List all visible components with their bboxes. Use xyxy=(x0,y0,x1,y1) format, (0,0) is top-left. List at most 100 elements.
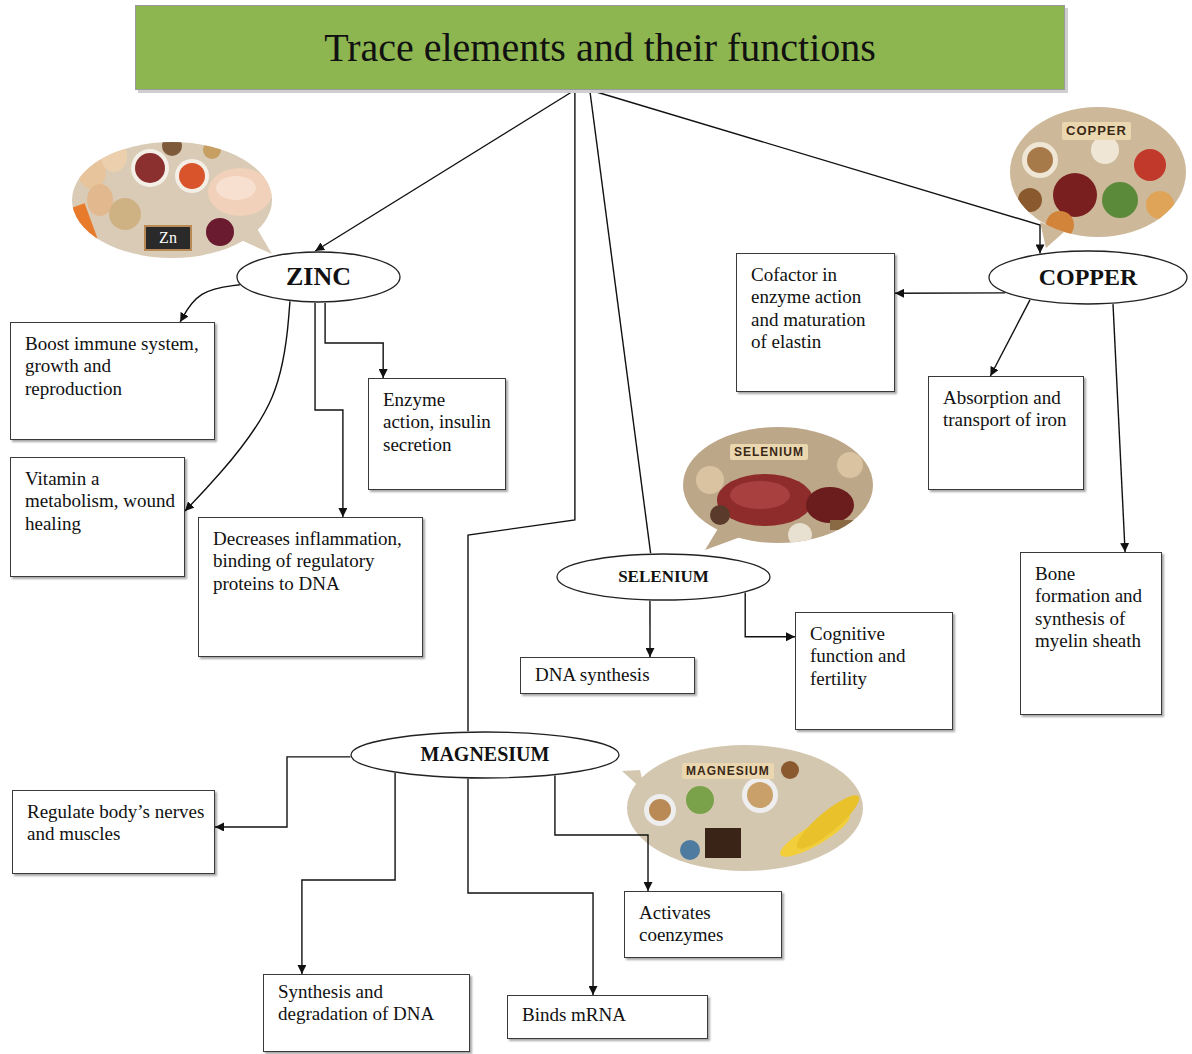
node-text: Absorption and transport of iron xyxy=(943,387,1075,432)
element-ellipse: SELENIUM xyxy=(556,553,771,601)
element-ellipse: MAGNESIUM xyxy=(350,731,620,779)
connector-line xyxy=(315,90,575,251)
connector-line xyxy=(990,300,1030,376)
function-box: Cofactor in enzyme action and maturation… xyxy=(736,253,895,392)
illustration-part xyxy=(1091,136,1119,164)
connector-line xyxy=(325,303,383,378)
illustration-part xyxy=(683,427,873,543)
illustration-part xyxy=(830,520,870,530)
illustration-part xyxy=(806,487,854,523)
connector-line xyxy=(649,601,650,657)
illustration-part xyxy=(686,786,714,814)
function-box: DNA synthesis xyxy=(520,657,695,694)
illustration-part xyxy=(788,523,812,547)
title-text: Trace elements and their functions xyxy=(324,24,876,71)
element-ellipse: COPPER xyxy=(988,250,1188,305)
node-text: Activates coenzymes xyxy=(639,902,773,947)
illustration-part xyxy=(696,466,724,494)
illustration-part xyxy=(109,198,141,230)
node-text: Cognitive function and fertility xyxy=(810,623,944,690)
node-text: Vitamin a metabolism, wound healing xyxy=(25,468,176,535)
function-box: Regulate body’s nerves and muscles xyxy=(12,790,215,874)
illustration-part xyxy=(66,136,272,250)
illustration-part xyxy=(837,452,863,478)
illustration-part xyxy=(717,474,813,526)
illustration-part xyxy=(791,789,865,856)
node-text: Bone formation and synthesis of myelin s… xyxy=(1035,563,1153,653)
function-box: Enzyme action, insulin secretion xyxy=(368,378,506,490)
illustration-part xyxy=(175,159,209,193)
node-text: COPPER xyxy=(1039,263,1138,291)
function-box: Synthesis and degradation of DNA xyxy=(263,974,470,1052)
illustration-part xyxy=(644,794,676,826)
illustration-part xyxy=(131,149,169,187)
illustration-part xyxy=(1018,188,1042,212)
illustration-part xyxy=(1022,142,1058,178)
title-banner: Trace elements and their functions xyxy=(135,5,1065,90)
illustration-part xyxy=(730,481,790,509)
connector-line xyxy=(302,773,395,974)
connector-line xyxy=(180,285,240,322)
illustration-part xyxy=(208,168,272,216)
selenium-food-bubble xyxy=(683,427,873,550)
connector-line xyxy=(215,757,350,827)
letter-tiles: MAGNESIUM xyxy=(682,763,774,779)
function-box: Decreases inflammation, binding of regul… xyxy=(198,517,423,657)
illustration-part xyxy=(1146,191,1174,219)
chalkboard-text: Zn xyxy=(147,228,189,247)
illustration-part xyxy=(705,828,741,858)
illustration-part xyxy=(87,184,113,216)
node-text: ZINC xyxy=(286,262,351,293)
illustration-part xyxy=(696,452,870,547)
illustration-part xyxy=(162,136,182,156)
illustration-part xyxy=(145,226,191,250)
illustration-part xyxy=(135,153,165,183)
illustration-part xyxy=(216,176,256,200)
node-text: Binds mRNA xyxy=(522,1004,699,1026)
connector-line xyxy=(1113,304,1125,552)
illustration-part xyxy=(179,163,205,189)
connector-line xyxy=(590,90,651,553)
ellipse-shape xyxy=(351,732,619,778)
connector-line xyxy=(590,90,1040,253)
connector-line xyxy=(315,303,343,517)
illustration-part xyxy=(1102,182,1138,218)
function-box: Boost immune system, growth and reproduc… xyxy=(10,322,215,440)
magnesium-food-bubble xyxy=(622,745,865,871)
node-text: Regulate body’s nerves and muscles xyxy=(27,801,206,846)
node-text: Boost immune system, growth and reproduc… xyxy=(25,333,206,400)
illustration-part xyxy=(781,761,799,779)
letter-tiles: COPPER xyxy=(1062,122,1131,140)
illustration-part xyxy=(649,799,671,821)
illustration-part xyxy=(742,777,778,813)
node-text: MAGNESIUM xyxy=(421,743,550,767)
node-text: Enzyme action, insulin secretion xyxy=(383,389,497,456)
ellipse-shape xyxy=(989,251,1187,304)
function-box: Bone formation and synthesis of myelin s… xyxy=(1020,552,1162,715)
node-text: Synthesis and degradation of DNA xyxy=(278,981,461,1026)
connector-line xyxy=(468,779,593,995)
illustration-part xyxy=(206,218,234,246)
connector-line xyxy=(555,776,648,891)
ellipse-shape xyxy=(557,554,770,600)
illustration-part xyxy=(680,840,700,860)
node-text: Decreases inflammation, binding of regul… xyxy=(213,528,414,595)
illustration-part xyxy=(1027,147,1053,173)
illustration-part xyxy=(66,203,99,249)
illustration-part xyxy=(1134,149,1166,181)
letter-tiles: SELENIUM xyxy=(730,444,808,460)
connector-line xyxy=(745,593,795,637)
function-box: Absorption and transport of iron xyxy=(928,376,1084,490)
connector-line xyxy=(895,292,1005,294)
illustration-part xyxy=(203,141,221,159)
function-box: Cognitive function and fertility xyxy=(795,612,953,730)
function-box: Vitamin a metabolism, wound healing xyxy=(10,457,185,577)
illustration-part xyxy=(1018,136,1174,239)
illustration-part xyxy=(1053,173,1097,217)
illustration-part xyxy=(747,782,773,808)
node-text: SELENIUM xyxy=(618,567,709,587)
illustration-part xyxy=(644,761,865,864)
node-text: Cofactor in enzyme action and maturation… xyxy=(751,264,886,354)
illustration-part xyxy=(101,140,127,172)
